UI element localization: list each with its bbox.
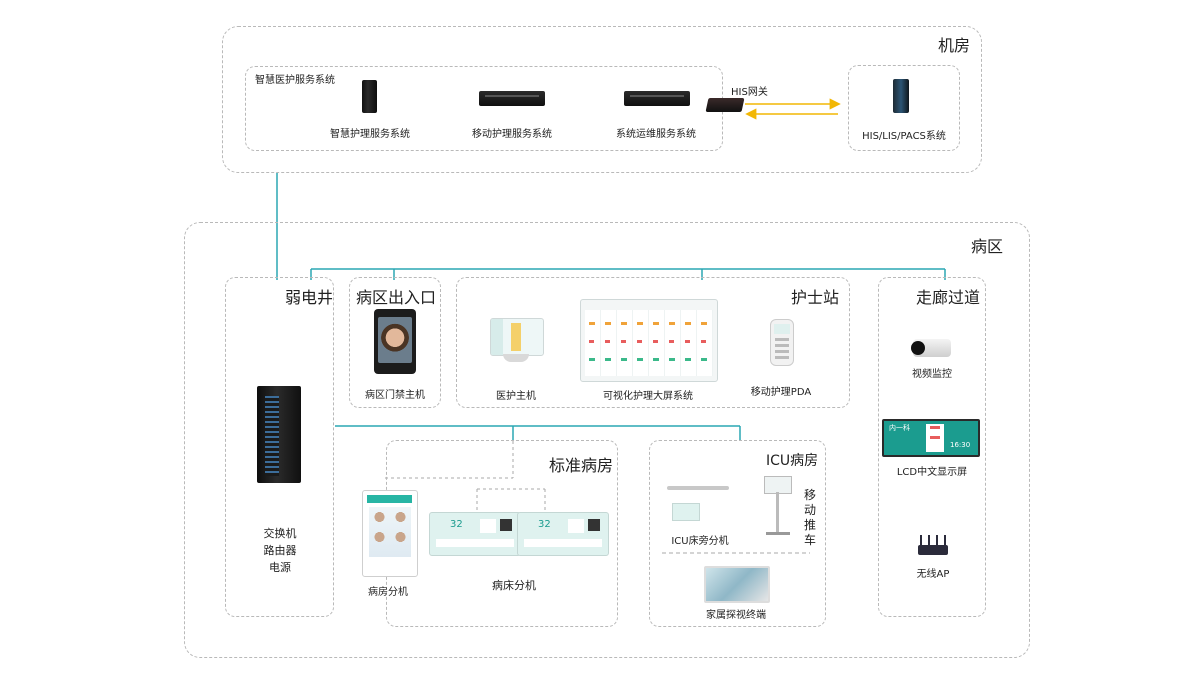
medical-host-device-icon (490, 318, 544, 356)
network-cabinet-icon (257, 386, 301, 483)
corridor-box (878, 277, 986, 617)
switch-label: 交换机 (263, 527, 297, 540)
ward-entrance-title: 病区出入口 (356, 288, 437, 307)
power-label: 电源 (269, 561, 291, 574)
wireless-ap-label: 无线AP (916, 569, 950, 580)
big-screen-label: 可视化护理大屏系统 (603, 391, 693, 402)
family-terminal-label: 家属探视终端 (706, 610, 766, 621)
cabinet-lights-icon (265, 396, 279, 476)
ward-area-box (184, 222, 1030, 658)
bedside-screen-icon (672, 503, 700, 521)
nurse-station-box (456, 277, 850, 408)
smart-nursing-server-label: 智慧护理服务系统 (330, 129, 410, 140)
ward-area-title: 病区 (971, 237, 1004, 256)
bed-unit-device-icon: 32 (429, 512, 521, 556)
doctor-avatars-icon (369, 507, 411, 557)
weak-well-items: 交换机 路由器 电源 (250, 525, 310, 576)
mobile-cart-label: 移动推车 (803, 488, 816, 547)
icu-bedside-label: ICU床旁分机 (671, 536, 729, 547)
medical-host-stand-icon (503, 354, 529, 362)
rack-server-icon (479, 91, 545, 106)
mobile-cart-pole-icon (776, 492, 779, 532)
pda-label: 移动护理PDA (750, 387, 812, 398)
corridor-title: 走廊过道 (916, 288, 981, 307)
ward-entrance-box (349, 277, 441, 408)
icu-ward-title: ICU病房 (766, 453, 819, 469)
gateway-device-icon (705, 98, 745, 112)
nurse-station-title: 护士站 (791, 288, 840, 307)
lcd-display-icon: 内一科 16:30 (882, 419, 980, 457)
his-lis-pacs-label: HIS/LIS/PACS系统 (862, 131, 946, 142)
weak-well-box (225, 277, 334, 617)
face-screen-icon (378, 317, 412, 363)
room-unit-label: 病房分机 (368, 587, 408, 598)
medical-host-label: 医护主机 (496, 391, 536, 402)
weak-well-title: 弱电井 (285, 288, 334, 307)
room-unit-device-icon (362, 490, 418, 577)
camera-icon (911, 339, 951, 357)
ops-server-label: 系统运维服务系统 (616, 129, 696, 140)
family-terminal-screen-icon (704, 566, 770, 603)
bedside-arm-icon (667, 486, 729, 490)
bed-number-text: 32 (538, 519, 551, 530)
router-label: 路由器 (263, 544, 297, 557)
lcd-time-text: 16:30 (950, 441, 971, 449)
his-gateway-label: HIS网关 (731, 87, 768, 98)
machine-room-title: 机房 (938, 36, 971, 55)
bed-unit-device-icon: 32 (517, 512, 609, 556)
machine-room-box (222, 26, 982, 173)
big-screen-device-icon (580, 299, 718, 382)
standard-ward-title: 标准病房 (549, 456, 614, 475)
bed-number-text: 32 (450, 519, 463, 530)
camera-label: 视频监控 (912, 369, 952, 380)
his-server-icon (893, 79, 909, 113)
rack-server-icon (624, 91, 690, 106)
his-system-box (848, 65, 960, 151)
icu-ward-box (649, 440, 826, 627)
mobile-nursing-server-label: 移动护理服务系统 (472, 129, 552, 140)
lcd-room-text: 内一科 (889, 424, 910, 432)
lcd-label: LCD中文显示屏 (896, 467, 968, 478)
smart-system-title: 智慧医护服务系统 (255, 75, 335, 86)
pda-device-icon (770, 319, 794, 366)
wireless-ap-icon (918, 535, 948, 555)
access-host-label: 病区门禁主机 (365, 390, 425, 401)
mobile-cart-base-icon (766, 532, 790, 535)
bed-unit-label: 病床分机 (492, 579, 536, 592)
access-control-device-icon (374, 309, 416, 374)
server-tower-icon (362, 80, 377, 113)
